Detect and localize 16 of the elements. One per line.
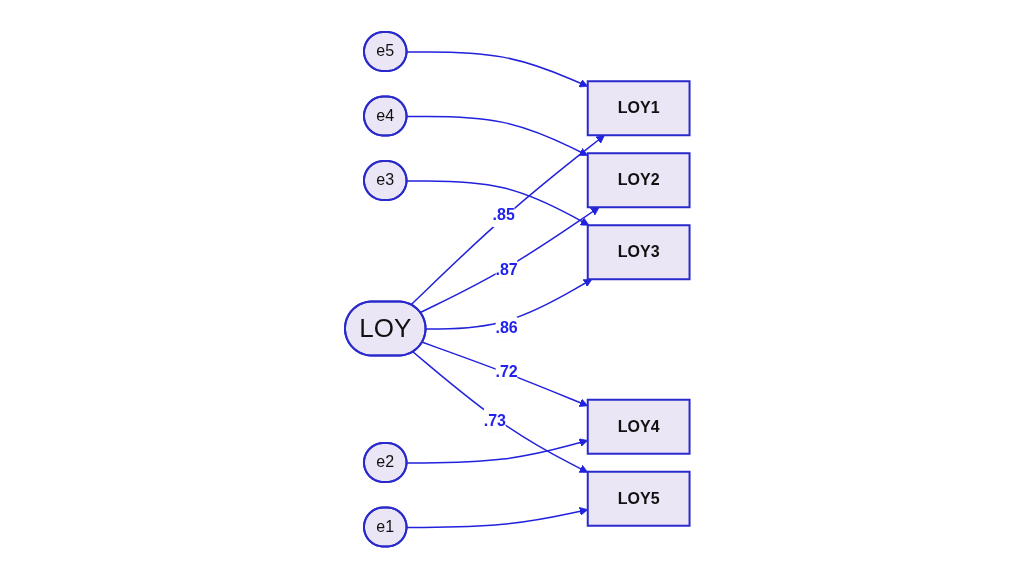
arrow (412, 351, 589, 474)
edge-label: .72 (495, 363, 518, 381)
arrow (406, 115, 589, 157)
node-box: LOY4 (586, 399, 691, 455)
edge-label: .87 (495, 261, 518, 279)
node-box: LOY5 (586, 471, 691, 527)
arrow (419, 207, 600, 314)
arrow (406, 180, 590, 226)
edge-label: .73 (483, 411, 507, 429)
edge-label: .85 (492, 206, 515, 224)
node-box: LOY3 (586, 224, 691, 281)
node-box: LOY1 (586, 80, 691, 137)
edge-label: .86 (495, 319, 518, 337)
arrow (410, 135, 606, 306)
node-box: LOY2 (586, 152, 691, 209)
arrow (425, 279, 593, 330)
